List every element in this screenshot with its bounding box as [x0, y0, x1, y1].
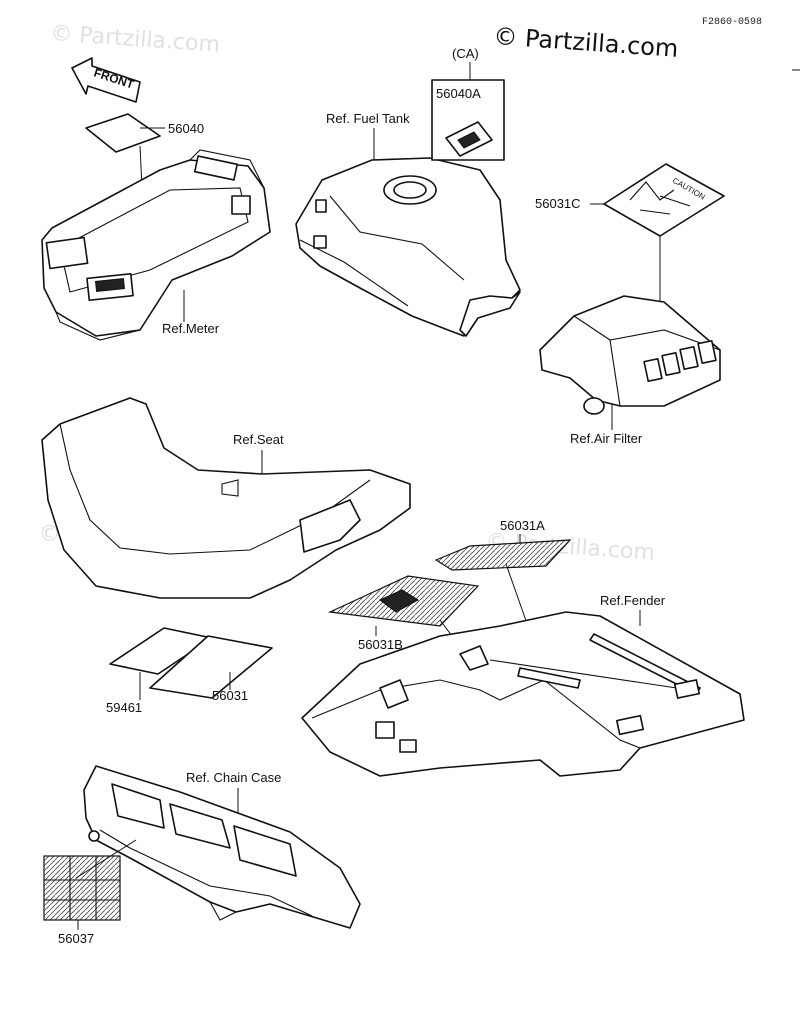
- ref-air-filter-label: Ref.Air Filter: [570, 431, 643, 446]
- part-56031-sticker: [149, 635, 273, 699]
- watermark-faint-top-left: © Partzilla.com: [50, 21, 221, 58]
- part-label-56031a: 56031A: [500, 518, 545, 533]
- air-filter-illustration: [539, 295, 721, 415]
- fender-illustration: [301, 611, 745, 777]
- part-label-56040a: 56040A: [436, 86, 481, 101]
- part-56037-sticker: [43, 855, 121, 921]
- front-arrow-icon: FRONT: [71, 57, 141, 103]
- seat-illustration: [41, 397, 411, 599]
- ref-meter-label: Ref.Meter: [162, 321, 220, 336]
- source-code: F2860-0598: [702, 17, 762, 28]
- ref-fender-label: Ref.Fender: [600, 593, 666, 608]
- ref-seat-label: Ref.Seat: [233, 432, 284, 447]
- part-label-56031b: 56031B: [358, 637, 403, 652]
- part-56031a-sticker: [434, 539, 572, 571]
- part-label-56031: 56031: [212, 688, 248, 703]
- part-56031c-caution-sticker: CAUTION: [603, 163, 725, 237]
- part-label-56040: 56040: [168, 121, 204, 136]
- ref-fuel-tank-label: Ref. Fuel Tank: [326, 111, 410, 126]
- part-label-56037: 56037: [58, 931, 94, 946]
- meter-illustration: [41, 149, 271, 341]
- part-label-59461: 59461: [106, 700, 142, 715]
- ca-label: (CA): [452, 46, 479, 61]
- chain-case-illustration: [83, 765, 361, 929]
- label-56040-sticker: [85, 113, 161, 153]
- watermark-main: © Partzilla.com: [493, 22, 680, 63]
- part-label-56031c: 56031C: [535, 196, 581, 211]
- fuel-tank-illustration: [295, 157, 521, 337]
- ref-chain-case-label: Ref. Chain Case: [186, 770, 281, 785]
